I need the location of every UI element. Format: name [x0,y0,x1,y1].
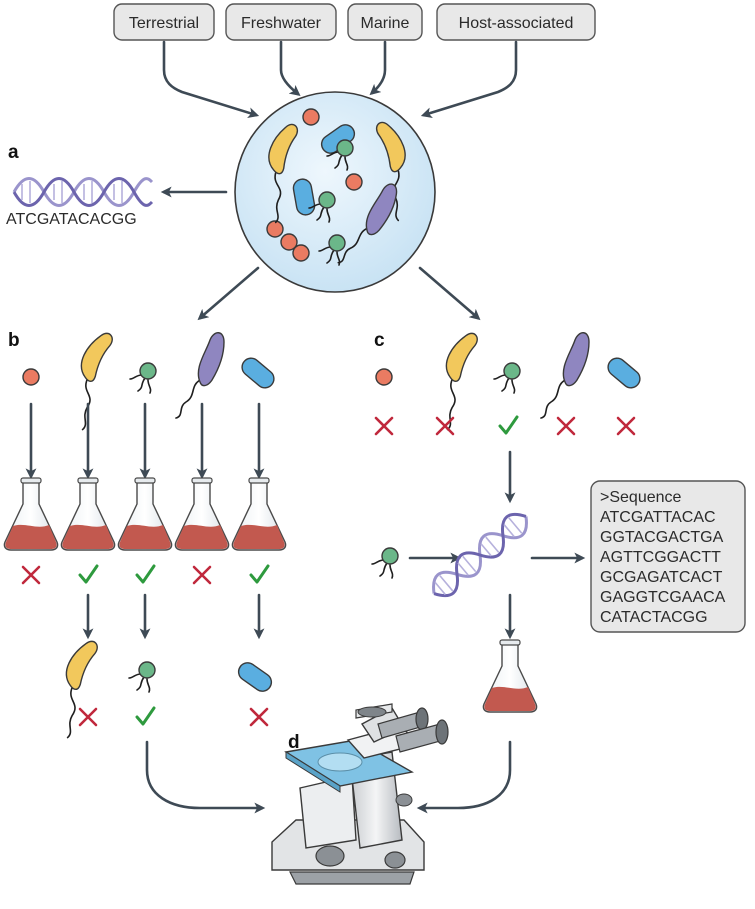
environment-host-associated: Host-associated [436,3,596,41]
dna-helix-c [432,512,528,598]
panel-b-arrows-1 [25,402,265,480]
panel-label-c: c [374,330,385,351]
organism-coccus [375,368,393,386]
environment-label: Marine [361,15,410,32]
failure-cross-icon [374,416,394,436]
targeted-culture-flask [482,639,538,713]
organism-rod [603,353,645,393]
panel-label-d: d [288,732,300,753]
organism-green-input [371,547,399,579]
panel-b-culture-results [21,564,270,585]
success-check-icon [135,706,156,726]
sequence-line: ATCGATTACAC [600,509,716,526]
culture-flask [60,477,116,551]
environment-arrows [162,40,518,118]
organism-vibrio [424,331,499,431]
environment-label: Terrestrial [129,15,199,32]
dna-sequence-short: ATCGATACACGG [6,211,137,228]
organism-green [129,362,157,394]
sequence-line: GCGAGATCACT [600,569,723,586]
panel-label-b: b [8,330,20,351]
environmental-sample [234,91,436,293]
sequence-line: GAGGTCGAACA [600,589,726,606]
success-check-icon [249,564,270,584]
isolate-rod [234,658,276,696]
failure-cross-icon [249,707,269,727]
sample-coccus-2 [345,173,363,191]
sample-coccus-1 [302,108,320,126]
culture-flask [174,477,230,551]
failure-cross-icon [556,416,576,436]
organism-rod [237,353,279,393]
sequence-line: CATACTACGG [600,609,708,626]
panel-b-isolates [44,639,276,739]
panel-c-results [374,415,636,436]
environment-freshwater: Freshwater [225,3,337,41]
culture-flask [3,477,59,551]
success-check-icon [135,564,156,584]
environment-marine: Marine [347,3,423,41]
failure-cross-icon [78,707,98,727]
organism-purple [175,331,225,419]
panel-b-isolate-results [78,706,269,727]
sequence-line: AGTTCGGACTT [600,549,721,566]
failure-cross-icon [616,416,636,436]
arrow-to-panel-b [197,266,260,321]
organism-green [493,362,521,394]
culture-flask [231,477,287,551]
microscope [271,703,449,885]
organism-vibrio [59,331,134,431]
sequence-header: >Sequence [600,489,682,506]
failure-cross-icon [21,565,41,585]
panel-b-flasks [3,477,287,551]
panel-label-a: a [8,142,19,163]
sequence-box: >Sequence ATCGATTACAC GGTACGACTGA AGTTCG… [590,480,746,633]
isolate-green [128,661,156,693]
panel-b-arrows-2 [82,593,265,640]
success-check-icon [498,415,519,435]
success-check-icon [78,564,99,584]
dna-helix-a [12,177,154,207]
panel-b-organisms [22,331,279,431]
environment-label: Host-associated [459,15,574,32]
environment-terrestrial: Terrestrial [113,3,215,41]
organism-purple [540,331,590,419]
sequence-line: GGTACGACTGA [600,529,724,546]
arrow-c-to-microscope [416,740,512,814]
panel-c-organisms [375,331,645,431]
failure-cross-icon [192,565,212,585]
organism-coccus [22,368,40,386]
culture-flask [117,477,173,551]
arrow-b-to-microscope [145,740,266,814]
arrow-to-panel-c [418,266,481,321]
environment-label: Freshwater [241,15,322,32]
